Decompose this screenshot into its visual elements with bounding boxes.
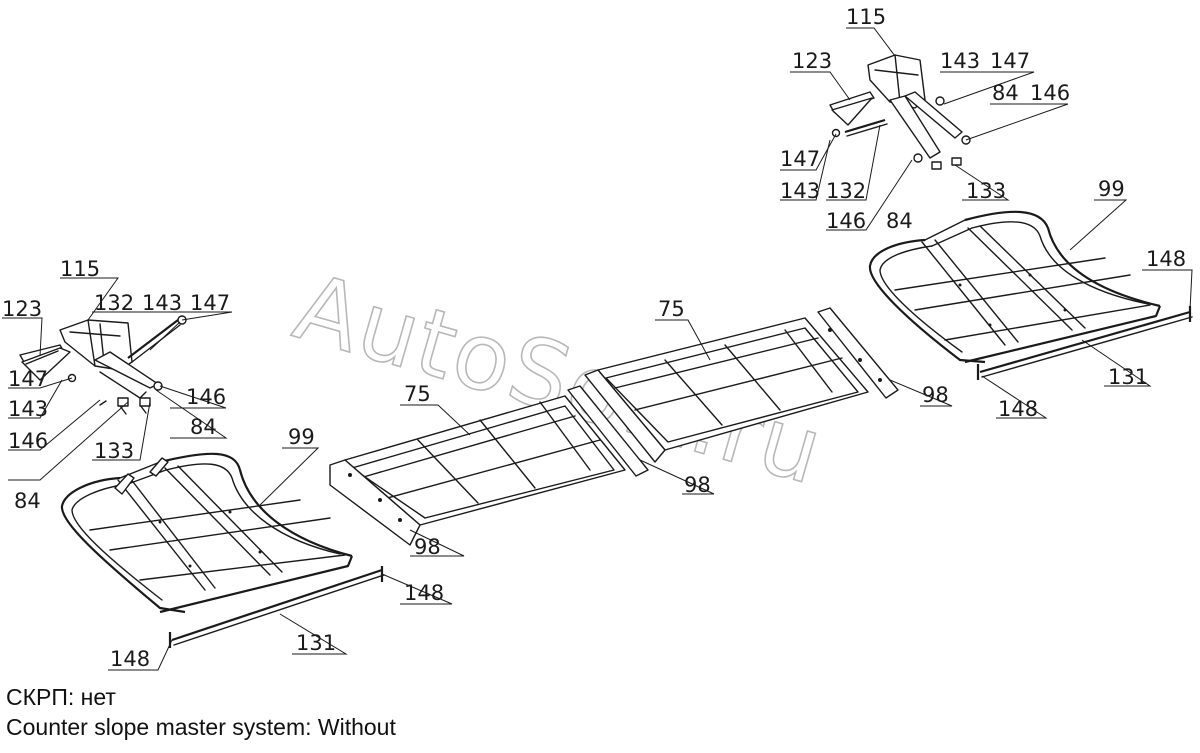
callout-131: 131: [296, 631, 336, 655]
callout-148: 148: [998, 397, 1038, 421]
left-guard-frame: [60, 452, 354, 614]
callout-84: 84: [14, 489, 41, 513]
callout-146: 146: [8, 429, 48, 453]
callout-98: 98: [414, 535, 441, 559]
caption-config-ru: СКРП: нет: [6, 684, 116, 710]
callout-123: 123: [792, 49, 832, 73]
callout-115: 115: [846, 5, 886, 29]
callout-75: 75: [404, 382, 431, 406]
right-bracket-assembly: [829, 54, 971, 170]
callout-147: 147: [990, 49, 1030, 73]
callout-84: 84: [992, 81, 1019, 105]
middle-panel-left: [329, 385, 649, 546]
caption-config-en: Counter slope master system: Without: [6, 714, 396, 740]
callout-148: 148: [1146, 247, 1186, 271]
right-rod: [976, 306, 1193, 380]
callout-147: 147: [190, 291, 230, 315]
callout-148: 148: [110, 647, 150, 671]
callout-84: 84: [886, 209, 913, 233]
callout-147: 147: [780, 147, 820, 171]
callout-98: 98: [922, 383, 949, 407]
callout-115: 115: [60, 257, 100, 281]
callout-147: 147: [8, 367, 48, 391]
callout-143: 143: [780, 179, 820, 203]
right-guard-frame: [868, 210, 1162, 364]
left-bracket-assembly: [19, 315, 187, 415]
callout-133: 133: [966, 179, 1006, 203]
callout-98: 98: [684, 473, 711, 497]
callout-131: 131: [1108, 365, 1148, 389]
callout-labels: 115 123 132 143 147 147 143 146 84 146 8…: [2, 5, 1186, 671]
callout-133: 133: [94, 439, 134, 463]
callout-146: 146: [1030, 81, 1070, 105]
left-rod: [168, 566, 385, 648]
callout-132: 132: [94, 291, 134, 315]
callout-143: 143: [940, 49, 980, 73]
middle-panel-right: [584, 307, 899, 463]
callout-143: 143: [142, 291, 182, 315]
callout-146: 146: [826, 209, 866, 233]
callout-123: 123: [2, 297, 42, 321]
callout-146: 146: [186, 385, 226, 409]
callout-143: 143: [8, 397, 48, 421]
callout-99: 99: [1098, 177, 1125, 201]
callout-75: 75: [658, 297, 685, 321]
callout-84: 84: [190, 415, 217, 439]
callout-132: 132: [826, 179, 866, 203]
leader-lines: [2, 27, 1193, 671]
callout-148: 148: [404, 581, 444, 605]
callout-99: 99: [288, 425, 315, 449]
